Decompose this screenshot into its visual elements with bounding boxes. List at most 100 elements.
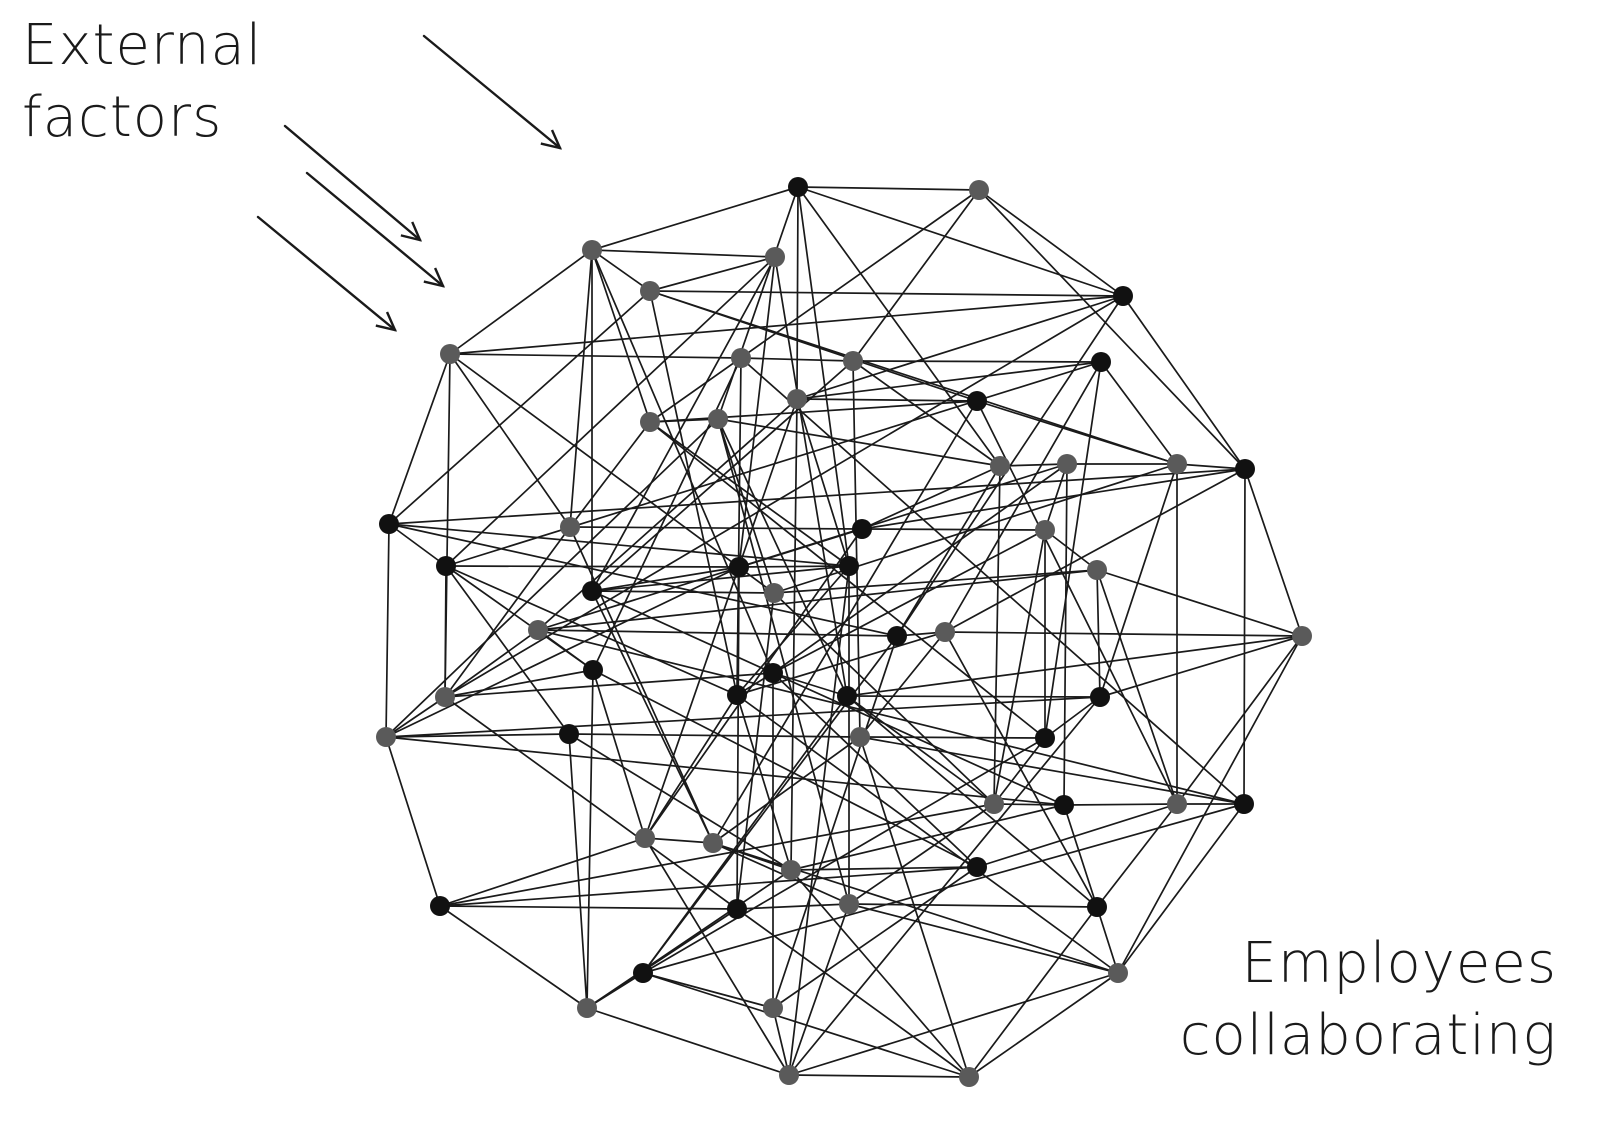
employee-node	[850, 727, 870, 747]
collaboration-link	[537, 629, 898, 637]
employee-node	[1057, 454, 1077, 474]
collaboration-link	[385, 566, 740, 738]
collaboration-link	[1176, 463, 1246, 470]
collaboration-link	[591, 249, 651, 292]
collaboration-link	[642, 695, 848, 974]
collaboration-link	[649, 400, 978, 423]
employee-node	[583, 660, 603, 680]
collaboration-link	[790, 866, 978, 871]
employee-node	[1054, 795, 1074, 815]
collaboration-link	[846, 635, 1303, 697]
collaboration-link	[896, 465, 1001, 637]
collaboration-link	[1096, 569, 1303, 637]
collaboration-link	[537, 569, 1098, 631]
collaboration-link	[644, 694, 738, 839]
employee-node	[984, 794, 1004, 814]
external-factor-arrow	[422, 34, 560, 148]
collaboration-link	[449, 249, 593, 355]
collaboration-link	[859, 736, 1245, 805]
employee-node	[852, 519, 872, 539]
collaboration-link	[568, 733, 588, 1009]
collaboration-link	[846, 695, 1101, 698]
collaboration-link	[773, 569, 1098, 594]
collaboration-link	[586, 972, 644, 1009]
collaboration-link	[449, 295, 1124, 355]
collaboration-link	[1099, 635, 1303, 698]
collaboration-link	[1063, 463, 1068, 806]
external-factors-label: External factors	[22, 10, 262, 154]
employee-node	[1091, 352, 1111, 372]
employee-node	[731, 348, 751, 368]
collaboration-link	[736, 903, 850, 910]
collaboration-link	[976, 400, 1178, 465]
collaboration-link	[846, 695, 1098, 908]
collaboration-link	[385, 736, 1065, 806]
employees-collaborating-label: Employees collaborating	[1180, 928, 1557, 1072]
collaboration-link	[796, 295, 1124, 400]
collaboration-link	[999, 463, 1068, 467]
employee-node	[765, 247, 785, 267]
employee-node	[990, 456, 1010, 476]
collaboration-link	[1100, 361, 1178, 465]
external-factors-line-2: factors	[22, 85, 223, 150]
employee-node	[1167, 454, 1187, 474]
collaboration-link	[852, 360, 861, 738]
employee-nodes	[376, 177, 1312, 1087]
external-factor-arrow	[283, 124, 420, 240]
employee-node	[635, 828, 655, 848]
collaboration-link	[649, 290, 978, 402]
collaboration-link	[852, 189, 980, 362]
collaboration-link	[861, 528, 1046, 531]
collaboration-link	[1117, 803, 1245, 974]
employee-node	[763, 998, 783, 1018]
collaboration-link	[1063, 803, 1178, 806]
employee-node	[1235, 459, 1255, 479]
employee-node	[708, 409, 728, 429]
external-factor-arrows	[256, 34, 560, 330]
collaboration-link	[642, 972, 970, 1078]
collaboration-link	[439, 837, 646, 907]
employee-node	[1035, 520, 1055, 540]
collaboration-link	[712, 842, 1119, 974]
collaboration-link	[592, 669, 978, 868]
employee-node	[1087, 897, 1107, 917]
collaboration-link	[649, 189, 980, 423]
collaboration-link	[944, 468, 1246, 633]
collaboration-link	[796, 398, 850, 567]
employee-node	[1167, 794, 1187, 814]
collaboration-link	[385, 696, 1101, 738]
employee-node	[781, 860, 801, 880]
collaboration-link	[537, 398, 798, 631]
collaboration-link	[976, 400, 1178, 805]
employee-node	[582, 581, 602, 601]
collaboration-link	[445, 565, 740, 568]
collaboration-link	[649, 290, 738, 696]
collaboration-link	[649, 256, 776, 292]
collaboration-link	[740, 357, 854, 362]
collaboration-link	[717, 418, 850, 905]
collaboration-link	[1044, 361, 1102, 739]
employee-node	[764, 583, 784, 603]
collaboration-link	[797, 186, 1124, 297]
collaboration-link	[1244, 468, 1303, 637]
collaboration-link	[790, 804, 1065, 871]
collaboration-link	[717, 418, 1001, 467]
collaboration-link	[569, 421, 651, 528]
collaboration-link	[388, 523, 850, 567]
collaboration-link	[978, 189, 1124, 297]
employees-collaborating-line-1: Employees	[1241, 931, 1557, 996]
employee-node	[379, 514, 399, 534]
employee-node	[1108, 963, 1128, 983]
collaboration-link	[642, 803, 1245, 974]
collaboration-link	[537, 528, 863, 631]
collaboration-link	[717, 186, 799, 420]
collaboration-link	[1122, 295, 1246, 470]
employee-node	[1113, 286, 1133, 306]
collaboration-link	[717, 418, 848, 697]
collaboration-link	[796, 361, 1102, 400]
collaboration-link	[649, 290, 1124, 297]
collaboration-link	[591, 566, 740, 592]
collaboration-link	[736, 908, 970, 1078]
collaboration-link	[859, 736, 1046, 739]
collaboration-link	[788, 1074, 970, 1078]
